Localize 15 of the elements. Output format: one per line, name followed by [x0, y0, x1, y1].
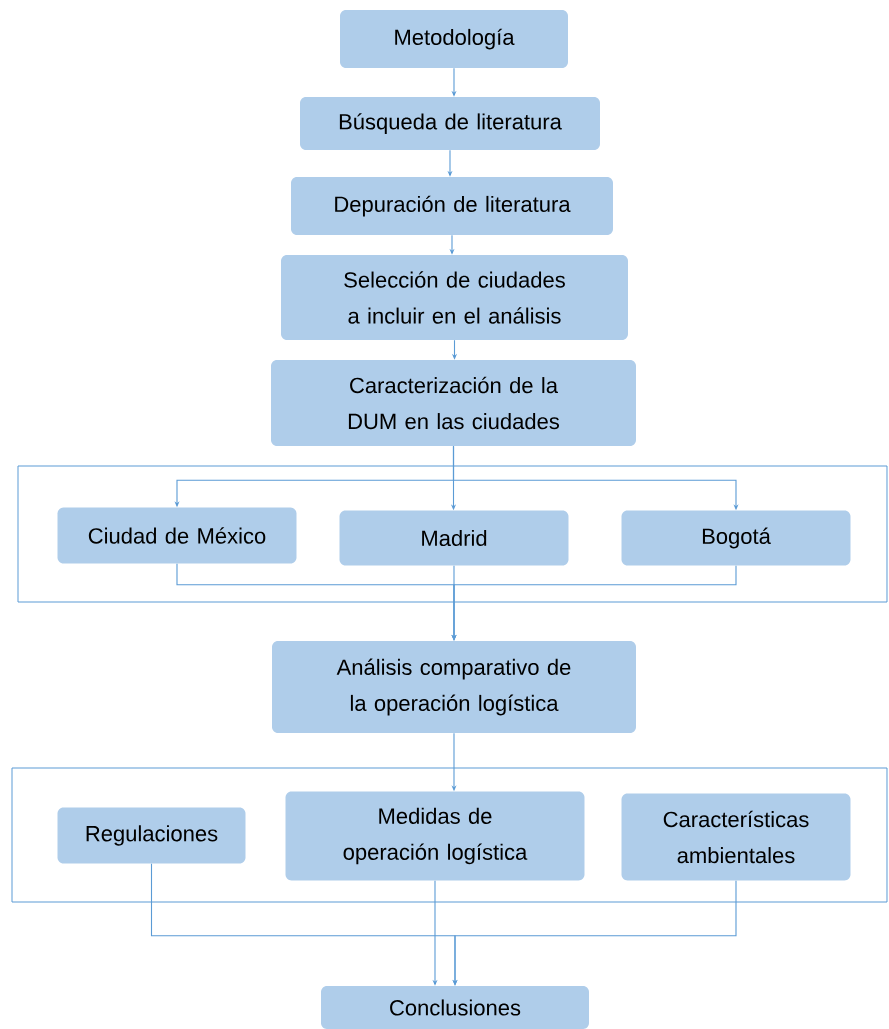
process-box: Selección de ciudades a incluir en el análisis [281, 255, 628, 340]
process-box: Caracterización de la DUM en las ciudades [271, 360, 636, 446]
group-frame [17, 465, 888, 603]
process-box: Medidas de operación logística [285, 791, 585, 881]
process-box: Conclusiones [321, 986, 589, 1029]
process-box: Análisis comparativo de la operación logística [272, 641, 636, 733]
process-box: Bogotá [621, 510, 851, 566]
process-box: Madrid [339, 510, 569, 566]
group-frame [11, 767, 888, 903]
process-box: Búsqueda de literatura [300, 97, 600, 150]
process-box: Ciudad de México [57, 507, 297, 564]
process-box: Depuración de literatura [291, 177, 613, 235]
process-box: Metodología [340, 10, 568, 68]
process-box: Características ambientales [621, 793, 851, 881]
process-box: Regulaciones [57, 807, 246, 864]
